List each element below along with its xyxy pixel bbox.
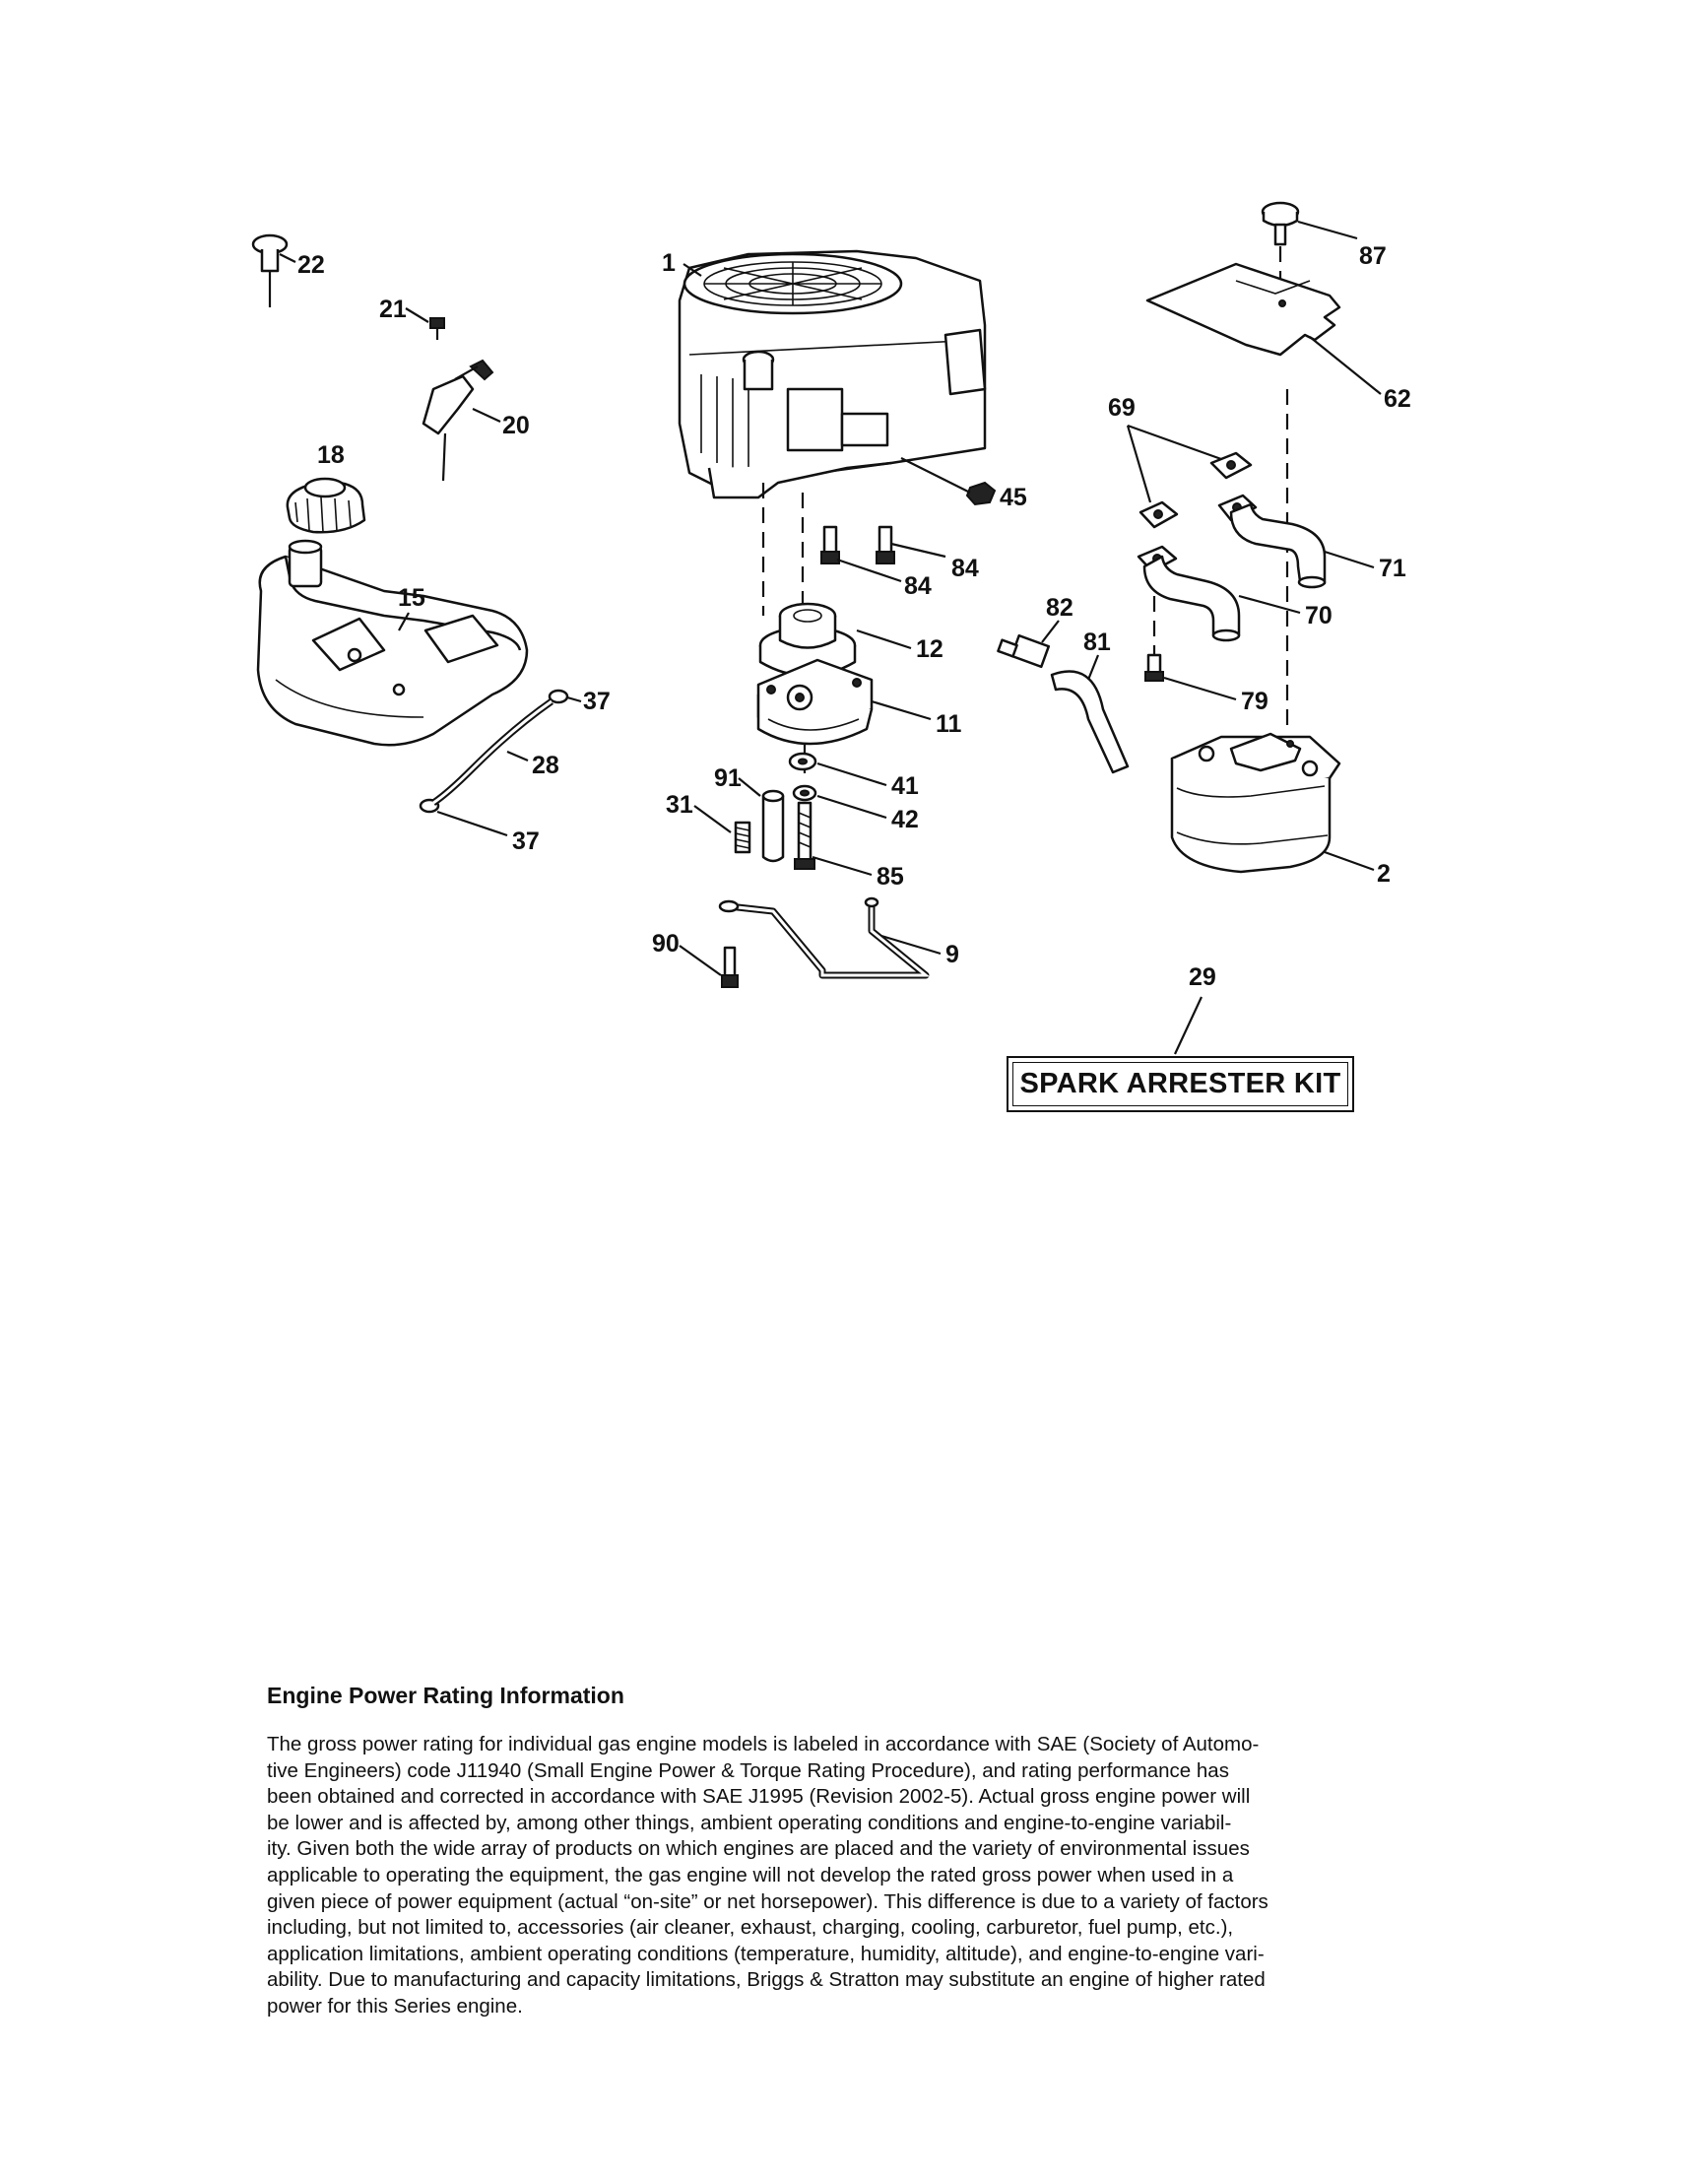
- info-line: given piece of power equipment (actual “…: [267, 1889, 1268, 1913]
- callout-28: 28: [532, 752, 559, 779]
- info-line: be lower and is affected by, among other…: [267, 1811, 1232, 1834]
- callout-41: 41: [891, 772, 919, 800]
- callout-84-b: 84: [951, 555, 979, 582]
- callout-81: 81: [1083, 629, 1111, 656]
- washer-41-part: [788, 752, 817, 771]
- callout-11: 11: [936, 710, 962, 738]
- callout-90: 90: [652, 930, 680, 958]
- callout-21: 21: [379, 296, 407, 323]
- exploded-parts-diagram: 1 45 84 84 12 11: [251, 201, 1411, 1055]
- info-title: Engine Power Rating Information: [267, 1683, 624, 1708]
- info-line: power for this Series engine.: [267, 1994, 523, 2018]
- callout-37-b: 37: [512, 827, 540, 855]
- gasket-69-part: [1137, 451, 1258, 573]
- callout-62: 62: [1384, 385, 1411, 413]
- callout-87: 87: [1359, 242, 1387, 270]
- info-line: application limitations, ambient operati…: [267, 1942, 1265, 1965]
- callout-12: 12: [916, 635, 943, 663]
- callout-69: 69: [1108, 394, 1136, 422]
- callout-20: 20: [502, 412, 530, 439]
- callout-82: 82: [1046, 594, 1073, 622]
- spacer-91-part: [761, 789, 785, 863]
- hose-81-part: [1050, 670, 1130, 774]
- info-body: The gross power rating for individual ga…: [267, 1732, 1449, 2020]
- exhaust-pipe-71-part: [1229, 502, 1327, 589]
- info-line: The gross power rating for individual ga…: [267, 1733, 1260, 1755]
- callout-70: 70: [1305, 602, 1333, 629]
- spark-arrester-kit-box: SPARK ARRESTER KIT: [1007, 1056, 1354, 1112]
- nut-45-part: [965, 481, 997, 506]
- callout-84-a: 84: [904, 572, 932, 600]
- info-line: including, but not limited to, accessori…: [267, 1916, 1234, 1940]
- callout-71: 71: [1379, 555, 1406, 582]
- bolt-85-part: [794, 801, 815, 870]
- callout-42: 42: [891, 806, 919, 833]
- info-line: applicable to operating the equipment, t…: [267, 1863, 1234, 1886]
- bolt-84-part: [820, 525, 895, 564]
- callout-9: 9: [945, 941, 959, 968]
- bolt-79-part: [1144, 653, 1164, 682]
- callout-85: 85: [877, 863, 904, 891]
- plunger-22-part: [251, 233, 289, 307]
- info-line: ability. Due to manufacturing and capaci…: [267, 1968, 1266, 1992]
- engine-part: [678, 249, 987, 499]
- callout-31: 31: [666, 791, 693, 819]
- knob-87-part: [1261, 201, 1300, 246]
- callout-2: 2: [1377, 860, 1391, 888]
- callout-91: 91: [714, 764, 742, 792]
- callout-79: 79: [1241, 688, 1268, 715]
- spark-arrester-kit-label: SPARK ARRESTER KIT: [1019, 1068, 1341, 1099]
- exhaust-pipe-70-part: [1142, 555, 1241, 642]
- fitting-82-part: [997, 633, 1051, 669]
- callout-29: 29: [1189, 963, 1216, 991]
- screw-21-part: [429, 317, 445, 340]
- callout-22: 22: [297, 251, 325, 279]
- info-line: tive Engineers) code J11940 (Small Engin…: [267, 1758, 1229, 1782]
- rod-9-part: [718, 896, 931, 979]
- fuel-cap-18-part: [286, 477, 366, 534]
- clutch-11-part: [756, 658, 874, 746]
- muffler-2-part: [1170, 732, 1341, 874]
- bracket-20-part: [422, 359, 494, 482]
- callout-15: 15: [398, 584, 425, 612]
- info-line: been obtained and corrected in accordanc…: [267, 1785, 1251, 1809]
- callout-45: 45: [1000, 484, 1027, 511]
- bolt-90-part: [721, 946, 739, 988]
- fuel-line-28-part: [431, 698, 554, 806]
- spring-31-part: [734, 821, 751, 854]
- fuel-tank-15-part: [256, 539, 529, 747]
- washer-42-part: [792, 784, 817, 802]
- info-line: ity. Given both the wide array of produc…: [267, 1837, 1250, 1861]
- callout-37-a: 37: [583, 688, 611, 715]
- callout-18: 18: [317, 441, 345, 469]
- heat-shield-62-part: [1145, 262, 1341, 357]
- callout-1: 1: [662, 249, 676, 277]
